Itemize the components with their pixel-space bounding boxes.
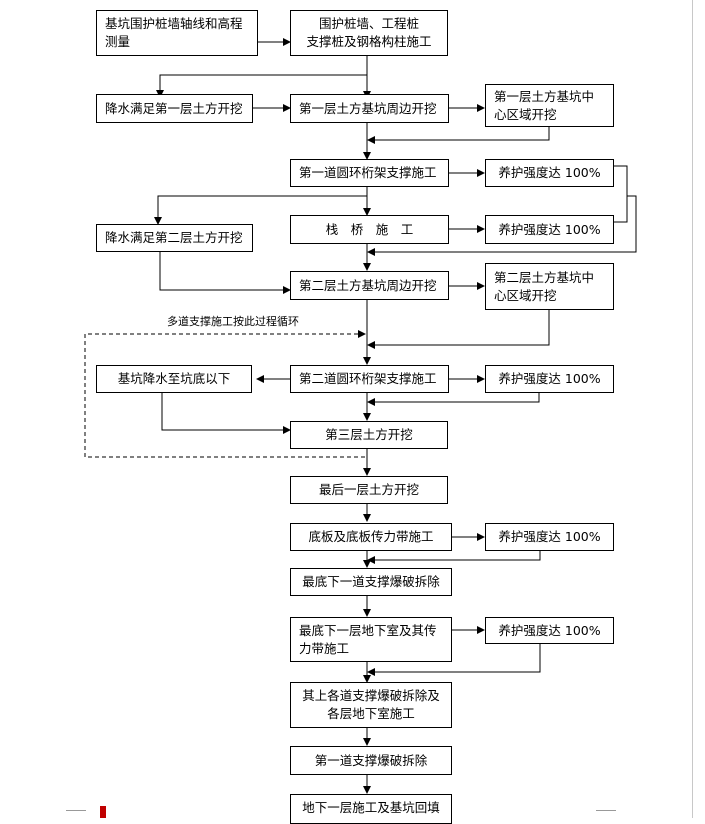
arrow-branch-n8 [154, 195, 367, 225]
step-label: 第三层土方开挖 [325, 427, 413, 442]
page-edge-line [692, 0, 693, 818]
step-label: 基坑围护桩墙轴线和高程测量 [105, 16, 243, 49]
step-label: 第二层土方基坑中心区域开挖 [494, 269, 595, 303]
step-label: 地下一层施工及基坑回填 [302, 800, 440, 815]
step-label: 第一层土方基坑周边开挖 [299, 100, 437, 116]
step-curing-strength-2: 养护强度达 100% [485, 215, 614, 244]
step-label: 其上各道支撑爆破拆除及 各层地下室施工 [302, 688, 440, 721]
step-layer3-excavation: 第三层土方开挖 [290, 421, 448, 449]
step-retaining-pile-construction: 围护桩墙、工程桩 支撑桩及钢格构柱施工 [290, 10, 448, 56]
step-label: 第二道圆环桁架支撑施工 [299, 371, 437, 386]
step-label: 第一道支撑爆破拆除 [314, 752, 428, 768]
step-layer2-perimeter-excavation: 第二层土方基坑周边开挖 [290, 271, 449, 300]
step-trestle-construction: 栈 桥 施 工 [290, 215, 449, 244]
step-label: 养护强度达 100% [498, 529, 601, 544]
step-label: 第一层土方基坑中心区域开挖 [494, 88, 595, 122]
step-label: 第二层土方基坑周边开挖 [299, 277, 437, 293]
arrow-n15-return [367, 393, 540, 406]
step-layer1-center-excavation: 第一层土方基坑中心区域开挖 [485, 84, 614, 127]
step-label: 养护强度达 100% [498, 221, 601, 237]
step-upper-supports-demolition: 其上各道支撑爆破拆除及 各层地下室施工 [290, 682, 452, 728]
step-bottom-support-demolition: 最底下一道支撑爆破拆除 [290, 568, 452, 596]
step-label: 最后一层土方开挖 [318, 482, 419, 497]
step-first-ring-truss-support: 第一道圆环桁架支撑施工 [290, 159, 449, 187]
loop-note-label: 多道支撑施工按此过程循环 [167, 315, 299, 328]
step-label: 最底下一层地下室及其传力带施工 [299, 622, 437, 656]
step-second-ring-truss-support: 第二道圆环桁架支撑施工 [290, 365, 449, 393]
bracket-n7-n10 [614, 165, 628, 223]
step-label: 底板及底板传力带施工 [308, 529, 434, 544]
step-layer2-center-excavation: 第二层土方基坑中心区域开挖 [485, 263, 614, 310]
step-label: 栈 桥 施 工 [325, 221, 414, 237]
step-label: 第一道圆环桁架支撑施工 [299, 165, 437, 180]
step-basement1-and-backfill: 地下一层施工及基坑回填 [290, 794, 452, 824]
step-label: 基坑降水至坑底以下 [117, 371, 231, 386]
step-floor-slab-construction: 底板及底板传力带施工 [290, 523, 452, 551]
step-label: 围护桩墙、工程桩 支撑桩及钢格构柱施工 [306, 16, 432, 49]
step-label: 养护强度达 100% [498, 165, 601, 180]
arrow-n22-return [367, 644, 541, 676]
step-dewatering-layer1: 降水满足第一层土方开挖 [96, 94, 253, 123]
step-curing-strength-4: 养护强度达 100% [485, 523, 614, 551]
step-layer1-perimeter-excavation: 第一层土方基坑周边开挖 [290, 94, 449, 123]
step-label: 降水满足第二层土方开挖 [105, 230, 243, 245]
step-dewatering-layer2: 降水满足第二层土方开挖 [96, 224, 253, 252]
arrow-bracket-return [367, 195, 637, 256]
arrow-n8-n11 [159, 252, 291, 294]
dashed-loop-line [84, 333, 365, 458]
arrow-branch-n3 [156, 74, 367, 98]
step-first-support-demolition: 第一道支撑爆破拆除 [290, 746, 452, 775]
dashed-loop-arrowhead [358, 330, 366, 338]
step-bottom-basement-construction: 最底下一层地下室及其传力带施工 [290, 617, 452, 662]
step-curing-strength-3: 养护强度达 100% [485, 365, 614, 393]
step-label: 降水满足第一层土方开挖 [105, 100, 243, 116]
step-label: 最底下一道支撑爆破拆除 [302, 574, 440, 589]
arrow-n12-return [367, 310, 550, 349]
arrow-n5-return [367, 127, 550, 144]
step-label: 养护强度达 100% [498, 371, 601, 386]
step-curing-strength-5: 养护强度达 100% [485, 617, 614, 644]
arrow-n13-n16 [161, 393, 291, 434]
step-label: 养护强度达 100% [498, 622, 601, 638]
page-corner-mark-right [596, 810, 616, 811]
step-last-layer-excavation: 最后一层土方开挖 [290, 476, 448, 504]
arrow-n19-return [367, 551, 541, 564]
step-survey-axis-elevation: 基坑围护桩墙轴线和高程测量 [96, 10, 258, 56]
step-dewater-below-pit-bottom: 基坑降水至坑底以下 [96, 365, 252, 393]
red-margin-mark [100, 806, 106, 818]
page-corner-mark-left [66, 810, 86, 811]
step-curing-strength-1: 养护强度达 100% [485, 159, 614, 187]
